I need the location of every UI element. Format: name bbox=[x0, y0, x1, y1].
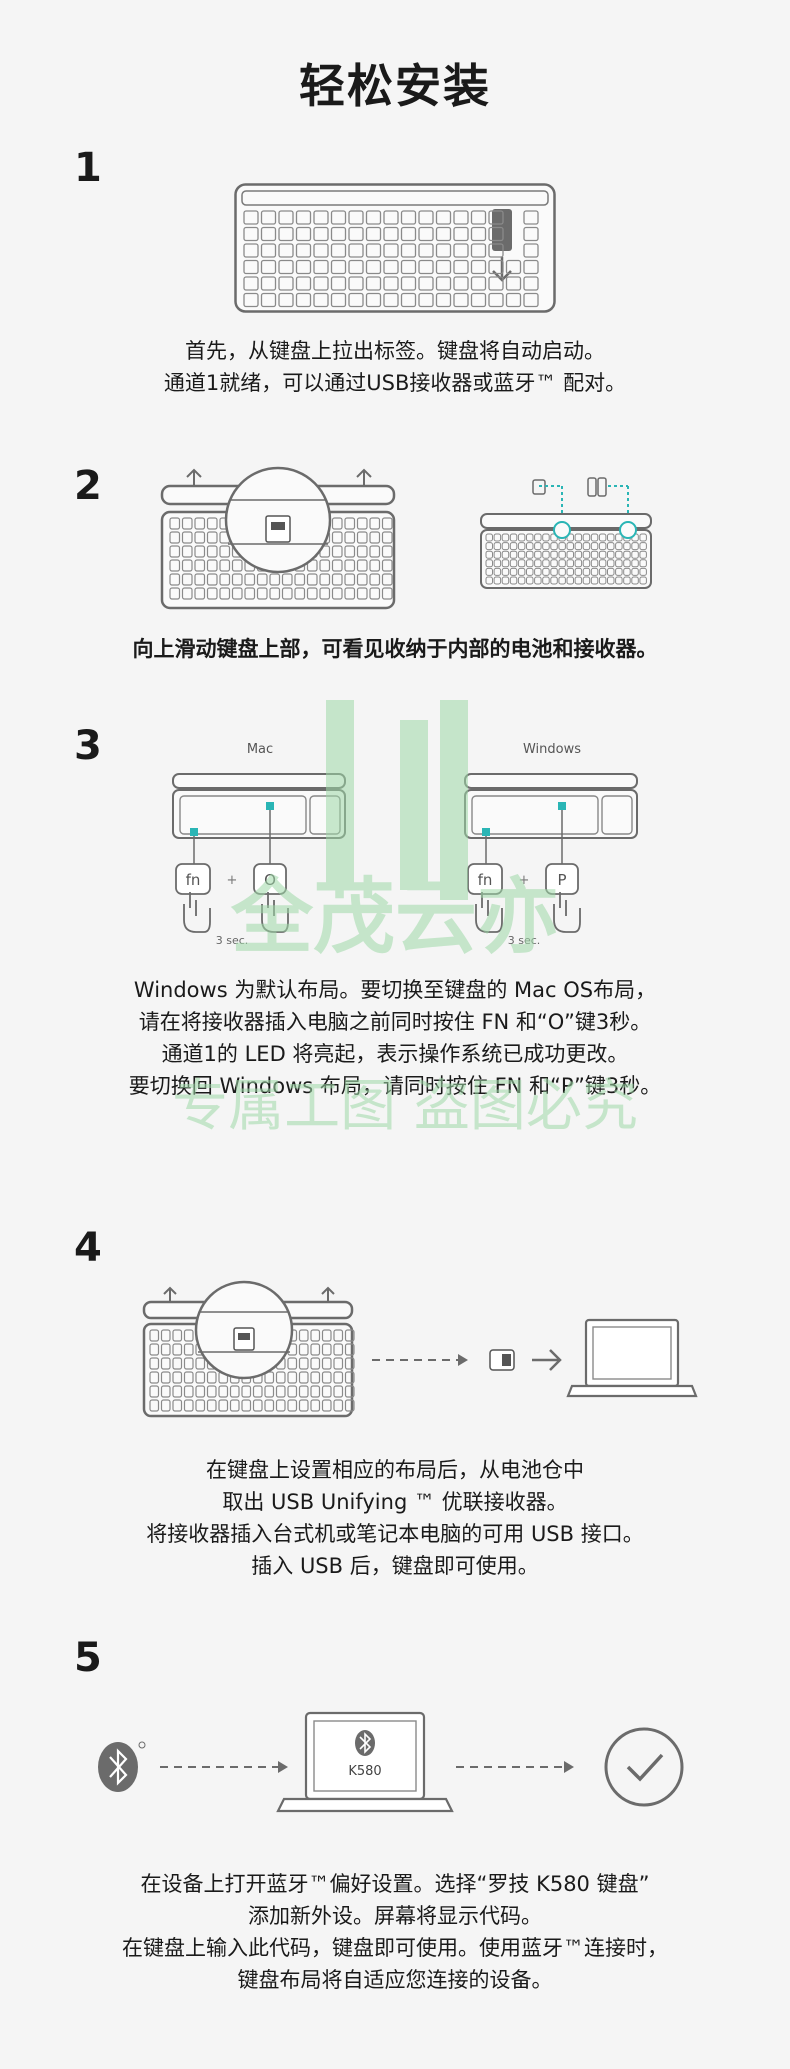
text-line: 将接收器插入台式机或笔记本电脑的可用 USB 接口。 bbox=[146, 1522, 644, 1546]
checkmark-icon bbox=[604, 1727, 684, 1807]
step-3-number: 3 bbox=[74, 723, 102, 769]
step-3-figure-windows: Windows fn + P 3 sec. bbox=[462, 736, 642, 946]
svg-text:fn: fn bbox=[186, 871, 201, 889]
keyboard-pull-tab-illustration bbox=[234, 183, 556, 313]
svg-text:3 sec.: 3 sec. bbox=[216, 934, 249, 946]
step-2-text: 向上滑动键盘上部，可看见收纳于内部的电池和接收器。 bbox=[0, 633, 790, 665]
text-line: 要切换回 Windows 布局，请同时按住 FN 和“P”键3秒。 bbox=[128, 1074, 662, 1098]
step-3-figure-mac: Mac fn + O 3 sec. bbox=[170, 736, 350, 946]
text-line: 添加新外设。屏幕将显示代码。 bbox=[248, 1904, 542, 1928]
step-1-text: 首先，从键盘上拉出标签。键盘将自动启动。 通道1就绪，可以通过USB接收器或蓝牙… bbox=[0, 335, 790, 399]
svg-text:+: + bbox=[519, 873, 530, 888]
page-title: 轻松安装 bbox=[299, 59, 491, 113]
svg-text:+: + bbox=[227, 873, 238, 888]
text-line: 键盘布局将自适应您连接的设备。 bbox=[237, 1968, 553, 1992]
mac-label: Mac bbox=[247, 742, 273, 757]
svg-text:3 sec.: 3 sec. bbox=[508, 934, 541, 946]
receiver-to-laptop-illustration bbox=[142, 1280, 698, 1418]
windows-label: Windows bbox=[523, 742, 581, 757]
step-5-figure: K580 bbox=[94, 1705, 694, 1835]
device-label: K580 bbox=[348, 1764, 381, 1779]
text-line: 取出 USB Unifying ™ 优联接收器。 bbox=[222, 1490, 568, 1514]
text-line: 在键盘上输入此代码，键盘即可使用。使用蓝牙™连接时， bbox=[122, 1936, 668, 1960]
step-2-figure-right bbox=[478, 474, 654, 594]
text-line: Windows 为默认布局。要切换至键盘的 Mac OS布局， bbox=[133, 978, 657, 1002]
text-line: 首先，从键盘上拉出标签。键盘将自动启动。 bbox=[185, 339, 605, 363]
svg-text:O: O bbox=[264, 871, 276, 889]
battery-receiver-location-illustration bbox=[480, 477, 652, 589]
step-1-figure bbox=[234, 183, 556, 313]
svg-text:P: P bbox=[557, 871, 566, 889]
step-4-figure bbox=[140, 1280, 700, 1420]
keyboard-slide-open-illustration bbox=[160, 466, 396, 610]
text-line: 在键盘上设置相应的布局后，从电池仓中 bbox=[206, 1458, 584, 1482]
step-2-number: 2 bbox=[74, 463, 102, 509]
text-line: 通道1的 LED 将亮起，表示操作系统已成功更改。 bbox=[161, 1042, 629, 1066]
step-4-text: 在键盘上设置相应的布局后，从电池仓中 取出 USB Unifying ™ 优联接… bbox=[0, 1454, 790, 1582]
step-5-number: 5 bbox=[74, 1635, 102, 1681]
text-line: 向上滑动键盘上部，可看见收纳于内部的电池和接收器。 bbox=[132, 637, 658, 661]
step-5-text: 在设备上打开蓝牙™偏好设置。选择“罗技 K580 键盘” 添加新外设。屏幕将显示… bbox=[0, 1868, 790, 1996]
step-3-text: Windows 为默认布局。要切换至键盘的 Mac OS布局， 请在将接收器插入… bbox=[0, 974, 790, 1102]
svg-text:fn: fn bbox=[478, 871, 493, 889]
text-line: 插入 USB 后，键盘即可使用。 bbox=[251, 1554, 539, 1578]
step-1-number: 1 bbox=[74, 145, 102, 191]
text-line: 请在将接收器插入电脑之前同时按住 FN 和“O”键3秒。 bbox=[138, 1010, 652, 1034]
text-line: 通道1就绪，可以通过USB接收器或蓝牙™ 配对。 bbox=[163, 371, 627, 395]
windows-shortcut-illustration: Windows fn + P 3 sec. bbox=[464, 742, 638, 946]
step-4-number: 4 bbox=[74, 1225, 102, 1271]
step-2-figure-left bbox=[158, 462, 398, 612]
bluetooth-pairing-illustration: K580 bbox=[98, 1711, 684, 1813]
text-line: 在设备上打开蓝牙™偏好设置。选择“罗技 K580 键盘” bbox=[140, 1872, 650, 1896]
mac-shortcut-illustration: Mac fn + O 3 sec. bbox=[172, 742, 346, 946]
